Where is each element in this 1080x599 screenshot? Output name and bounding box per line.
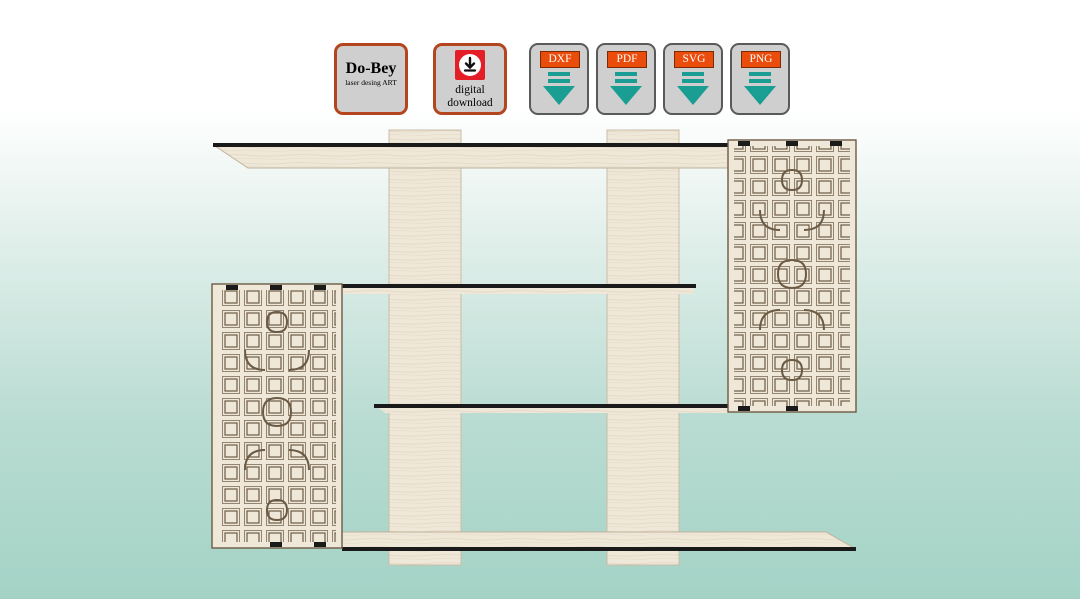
upright-right [606,129,680,566]
lattice-panel-right [727,139,857,413]
format-label-pdf: PDF [607,51,647,68]
format-label-svg: SVG [674,51,714,68]
format-badge-svg: SVG [663,43,723,115]
download-arrow-icon [610,86,642,105]
shelf-top [213,145,729,169]
download-line-2: download [447,97,493,109]
digital-download-badge: digital download [433,43,507,115]
brand-tagline: laser desing ART [345,78,397,87]
format-badge-dxf: DXF [529,43,589,115]
lattice-panel-left [211,283,343,549]
format-badge-pdf: PDF [596,43,656,115]
download-arrow-icon [543,86,575,105]
download-line-1: digital [455,84,485,96]
format-label-png: PNG [741,51,781,68]
download-arrow-icon [455,50,485,80]
download-arrow-icon [677,86,709,105]
format-badge-png: PNG [730,43,790,115]
brand-logo: Do-Bey laser desing ART [334,43,408,115]
upright-left [388,129,462,566]
format-label-dxf: DXF [540,51,580,68]
download-arrow-icon [744,86,776,105]
shelf-bottom [341,531,856,549]
shelf-2 [342,286,694,294]
brand-name: Do-Bey [345,60,397,77]
